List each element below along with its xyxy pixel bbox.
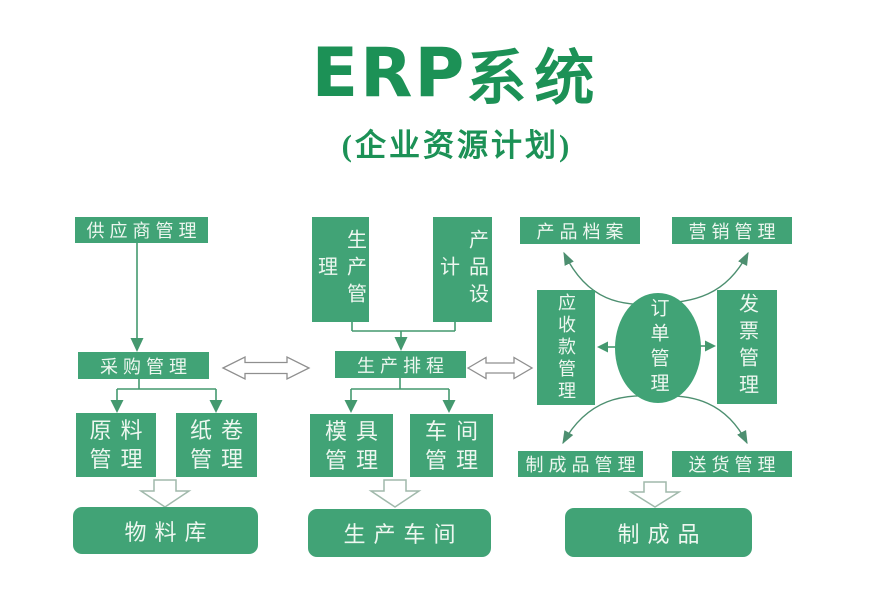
node-finished-goods: 制成品: [565, 508, 752, 557]
merge-to-scheduling: [351, 322, 456, 337]
node-label-line: 管理: [424, 447, 487, 473]
straight-connectors: [116, 243, 708, 401]
split-purchasing-to-materials: [116, 378, 217, 401]
node-label-line: 管理: [324, 447, 387, 473]
block-arrows: [138, 479, 682, 508]
double-arrow-scheduling-receivables: [466, 356, 534, 380]
title-system: 系统: [466, 46, 603, 112]
node-mold-management: 模具管理: [310, 414, 393, 477]
node-production-management: 生产管理: [312, 217, 369, 322]
node-label-line: 车间: [424, 418, 487, 444]
block-arrow-to-material-warehouse: [138, 479, 192, 508]
title-erp: ERP: [311, 34, 467, 113]
split-scheduling-to-shops: [350, 378, 450, 401]
node-label-line: 管理: [89, 447, 152, 472]
node-invoice-management: 发票管理: [717, 290, 777, 404]
node-material-warehouse: 物料库: [73, 507, 258, 554]
node-paper-roll-management: 纸卷管理: [176, 413, 257, 477]
node-workshop-management: 车间管理: [410, 414, 493, 477]
node-supplier-management: 供应商管理: [75, 217, 208, 243]
double-arrow-purchasing-scheduling: [221, 355, 311, 381]
node-receivables-management: 应收款管理: [537, 290, 595, 405]
page-subtitle: (企业资源计划): [341, 128, 573, 163]
node-raw-material-management: 原料管理: [76, 413, 156, 477]
node-label-line: 管理: [189, 447, 252, 472]
node-order-management: 订单管理: [615, 293, 701, 403]
node-label-line: 纸卷: [189, 418, 252, 443]
node-production-scheduling: 生产排程: [335, 351, 466, 378]
block-arrow-to-finished-goods: [628, 481, 682, 508]
node-label-line: 原料: [89, 418, 152, 443]
node-delivery-management: 送货管理: [672, 451, 792, 477]
page-title: ERP系统: [312, 30, 603, 117]
block-arrow-to-production-workshop: [368, 479, 422, 508]
node-marketing-management: 营销管理: [672, 217, 792, 244]
node-production-workshop: 生产车间: [308, 509, 491, 557]
node-purchasing-management: 采购管理: [78, 352, 209, 379]
arrowheads: [110, 337, 716, 413]
node-label-line: 模具: [324, 418, 387, 444]
double-arrows: [221, 355, 534, 381]
node-finished-goods-management: 制成品管理: [518, 451, 643, 477]
node-product-archive: 产品档案: [520, 217, 640, 244]
node-product-design: 产品设计: [433, 217, 492, 322]
